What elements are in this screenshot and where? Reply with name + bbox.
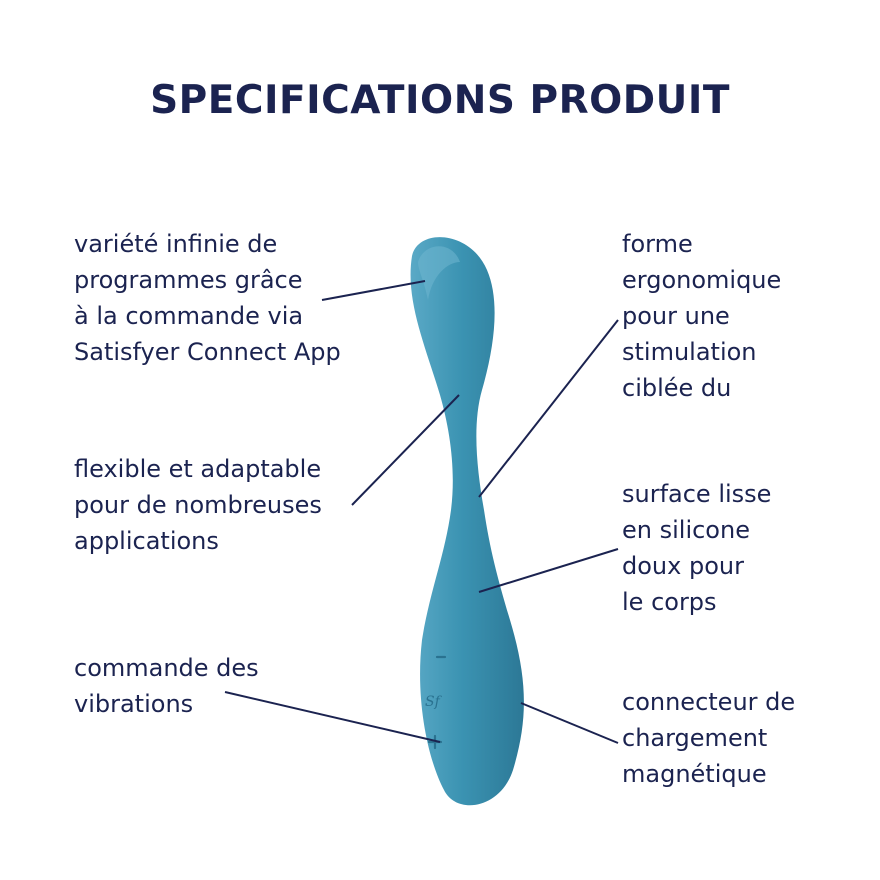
callout-vibration-controls: commande des vibrations <box>74 650 259 722</box>
callout-line: commande des <box>74 654 259 682</box>
leader-line-magnetic-charger <box>520 702 619 744</box>
callout-line: ergonomique <box>622 266 782 294</box>
svg-text:Sf: Sf <box>425 694 443 710</box>
product-highlight <box>418 246 460 300</box>
callout-line: ciblée du <box>622 374 732 402</box>
leader-line-flexible <box>351 394 460 506</box>
satisfyer-logo-icon: Sf <box>425 694 443 710</box>
callout-silicone-surface: surface lisse en silicone doux pour le c… <box>622 476 771 620</box>
callout-line: magnétique <box>622 760 767 788</box>
callout-line: flexible et adaptable <box>74 455 322 483</box>
callout-line: forme <box>622 230 693 258</box>
callout-line: connecteur de <box>622 688 796 716</box>
product-body <box>410 237 524 806</box>
callout-line: le corps <box>622 588 717 616</box>
callout-line: chargement <box>622 724 768 752</box>
callout-line: programmes grâce <box>74 266 303 294</box>
callout-ergonomic-shape: forme ergonomique pour une stimulation c… <box>622 226 781 406</box>
callout-flexible: flexible et adaptable pour de nombreuses… <box>74 451 322 559</box>
page-title: SPECIFICATIONS PRODUIT <box>150 78 730 123</box>
callout-line: en silicone <box>622 516 750 544</box>
callout-magnetic-charger: connecteur de chargement magnétique <box>622 684 795 792</box>
callout-line: pour de nombreuses <box>74 491 322 519</box>
callout-line: stimulation <box>622 338 757 366</box>
callout-programs: variété infinie de programmes grâce à la… <box>74 226 341 370</box>
leader-line-vibration-controls <box>224 691 441 743</box>
callout-line: surface lisse <box>622 480 772 508</box>
callout-line: vibrations <box>74 690 194 718</box>
callout-line: variété infinie de <box>74 230 278 258</box>
leader-line-programs <box>321 280 426 301</box>
leader-line-silicone-surface <box>478 548 619 593</box>
callout-line: doux pour <box>622 552 744 580</box>
callout-line: pour une <box>622 302 730 330</box>
leader-line-ergonomic-shape <box>478 319 619 498</box>
callout-line: applications <box>74 527 219 555</box>
callout-line: Satisfyer Connect App <box>74 338 341 366</box>
callout-line: à la commande via <box>74 302 304 330</box>
